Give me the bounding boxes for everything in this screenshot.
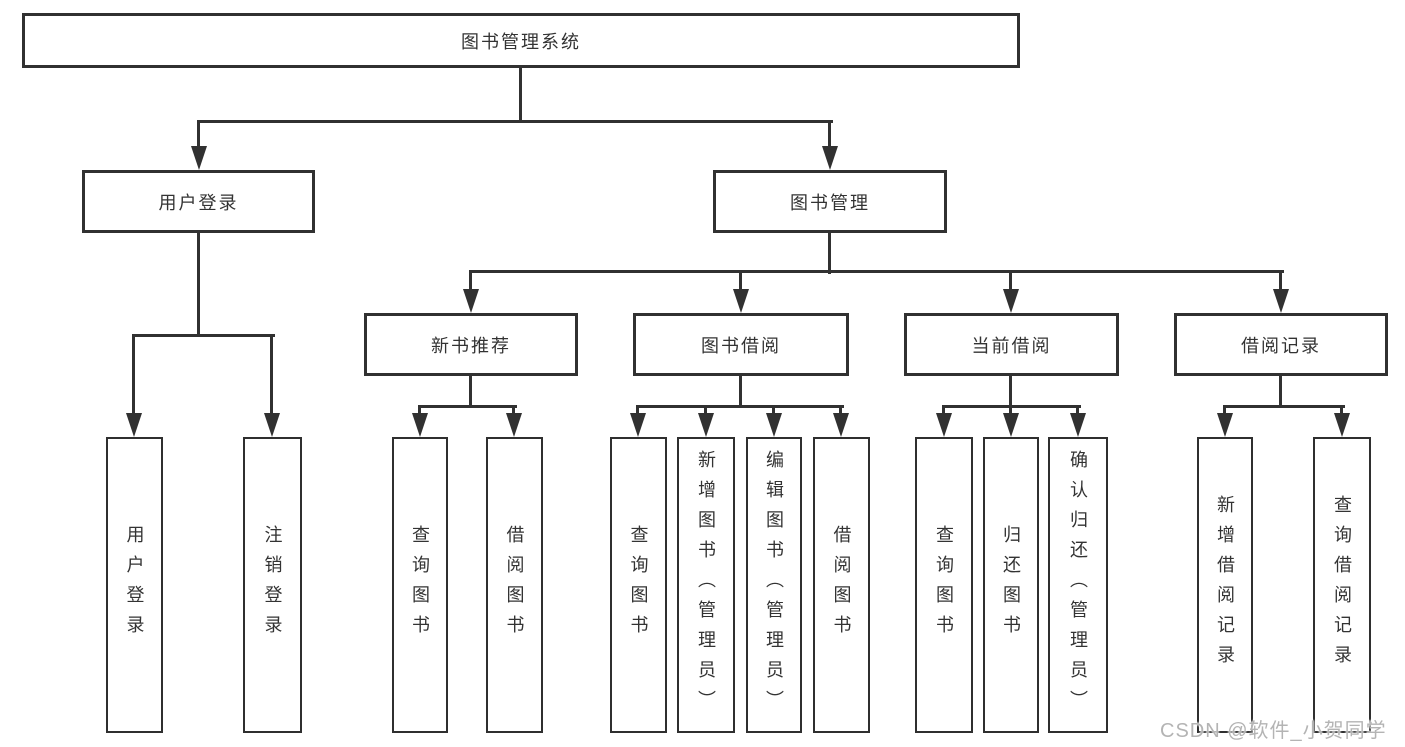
arrow-down-icon: [1223, 405, 1226, 413]
node-book-borrow-label: 图书借阅: [701, 335, 781, 356]
leaf-borrow-query-book-label: 查询图书: [628, 525, 649, 645]
node-root: 图书管理系统: [22, 13, 1020, 68]
leaf-recommend-query-book: 查询图书: [392, 437, 448, 733]
arrow-down-icon: [704, 405, 707, 413]
leaf-borrow-book-label: 借阅图书: [831, 525, 852, 645]
arrow-down-icon: [739, 270, 742, 289]
leaf-current-query-book-label: 查询图书: [934, 525, 954, 645]
leaf-add-book-admin: 新增图书（管理员）: [677, 437, 735, 733]
connector-line: [1279, 374, 1282, 408]
arrow-down-icon: [636, 405, 639, 413]
leaf-return-book: 归还图书: [983, 437, 1039, 733]
node-user-login: 用户登录: [82, 170, 315, 233]
leaf-add-borrow-record: 新增借阅记录: [1197, 437, 1253, 733]
arrow-down-icon: [1076, 405, 1079, 413]
node-user-login-label: 用户登录: [158, 192, 239, 213]
connector-line: [828, 231, 831, 274]
leaf-recommend-borrow-book-label: 借阅图书: [504, 525, 525, 645]
arrow-down-icon: [839, 405, 842, 413]
connector-line: [469, 374, 472, 408]
arrow-down-icon: [270, 334, 273, 413]
leaf-logout-label: 注销登录: [262, 525, 283, 645]
leaf-add-book-admin-label: 新增图书（管理员）: [696, 450, 716, 720]
arrow-down-icon: [828, 120, 831, 146]
leaf-add-borrow-record-label: 新增借阅记录: [1215, 495, 1235, 675]
node-current-borrow: 当前借阅: [904, 313, 1119, 376]
arrow-down-icon: [197, 120, 200, 146]
leaf-current-query-book: 查询图书: [915, 437, 973, 733]
leaf-user-login: 用户登录: [106, 437, 163, 733]
leaf-logout: 注销登录: [243, 437, 302, 733]
connector-line: [1223, 405, 1345, 408]
arrow-down-icon: [469, 270, 472, 289]
node-borrow-record-label: 借阅记录: [1241, 335, 1321, 356]
leaf-borrow-query-book: 查询图书: [610, 437, 667, 733]
arrow-down-icon: [418, 405, 421, 413]
leaf-edit-book-admin-label: 编辑图书（管理员）: [764, 450, 784, 720]
arrow-down-icon: [512, 405, 515, 413]
connector-line: [197, 231, 200, 337]
leaf-return-book-label: 归还图书: [1001, 525, 1021, 645]
arrow-down-icon: [1340, 405, 1343, 413]
connector-line: [197, 120, 833, 123]
leaf-borrow-book: 借阅图书: [813, 437, 870, 733]
connector-line: [519, 66, 522, 123]
arrow-down-icon: [1009, 405, 1012, 413]
arrow-down-icon: [942, 405, 945, 413]
node-borrow-record: 借阅记录: [1174, 313, 1388, 376]
connector-line: [469, 270, 1284, 273]
node-new-book-recommend-label: 新书推荐: [431, 335, 511, 356]
arrow-down-icon: [1279, 270, 1282, 289]
connector-line: [636, 405, 844, 408]
connector-line: [418, 405, 517, 408]
node-current-borrow-label: 当前借阅: [971, 335, 1052, 356]
node-book-borrow: 图书借阅: [633, 313, 849, 376]
arrow-down-icon: [1009, 270, 1012, 289]
csdn-watermark: CSDN @软件_小贺同学: [1160, 720, 1387, 742]
connector-line: [739, 374, 742, 408]
leaf-edit-book-admin: 编辑图书（管理员）: [746, 437, 802, 733]
leaf-recommend-query-book-label: 查询图书: [410, 525, 430, 645]
node-book-management: 图书管理: [713, 170, 947, 233]
leaf-query-borrow-record-label: 查询借阅记录: [1332, 495, 1352, 675]
connector-line: [1009, 374, 1012, 408]
leaf-confirm-return-admin: 确认归还（管理员）: [1048, 437, 1108, 733]
node-root-label: 图书管理系统: [461, 31, 581, 52]
node-new-book-recommend: 新书推荐: [364, 313, 578, 376]
arrow-down-icon: [132, 334, 135, 413]
leaf-query-borrow-record: 查询借阅记录: [1313, 437, 1371, 733]
leaf-recommend-borrow-book: 借阅图书: [486, 437, 543, 733]
connector-line: [132, 334, 275, 337]
node-book-management-label: 图书管理: [790, 192, 870, 213]
leaf-confirm-return-admin-label: 确认归还（管理员）: [1068, 450, 1088, 720]
leaf-user-login-label: 用户登录: [124, 525, 145, 645]
arrow-down-icon: [772, 405, 775, 413]
